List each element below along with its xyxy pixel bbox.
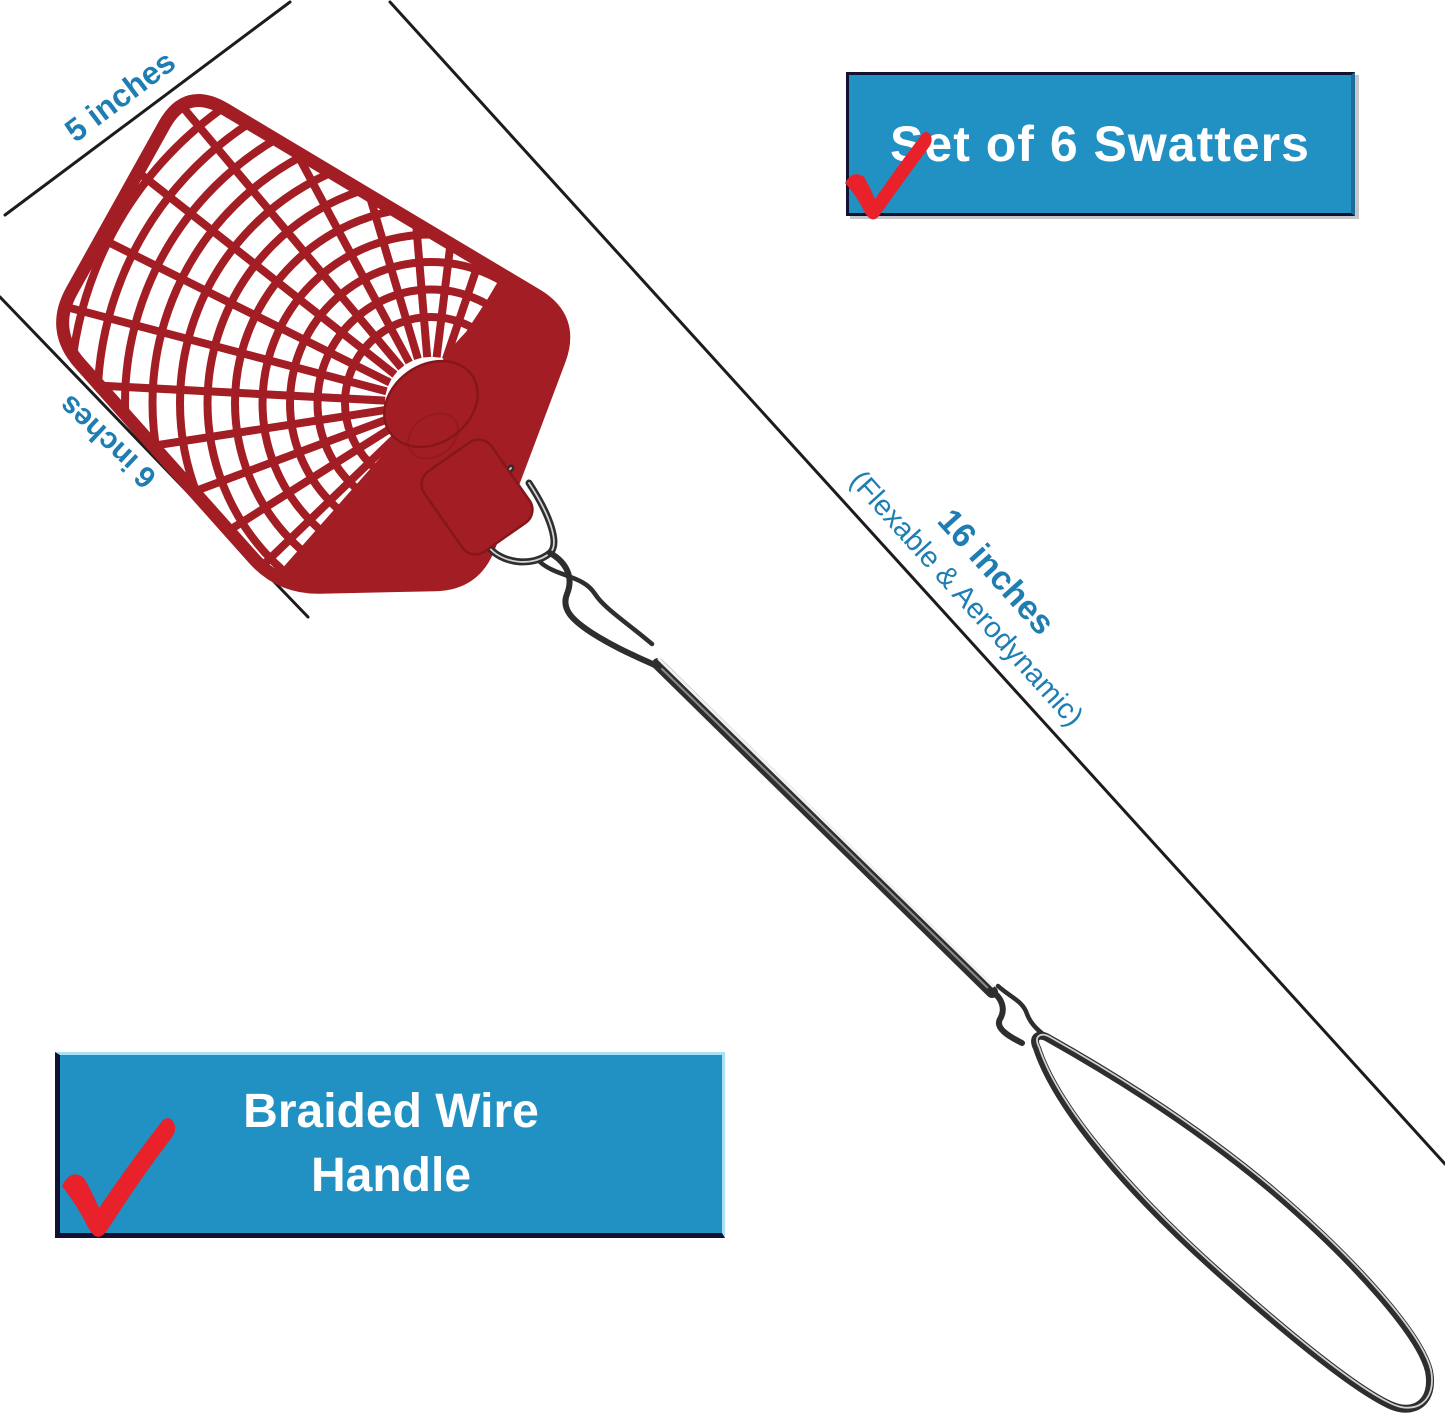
web-ring: [231, 203, 564, 588]
dimension-label-handle-length: 16 inches (Flexable & Aerodynamic): [801, 403, 1150, 777]
web-ring: [313, 285, 549, 521]
swatter-hub: [383, 359, 479, 449]
web-spoke: [62, 415, 390, 563]
web-spoke: [450, 100, 564, 366]
handle-grip-loop-highlight: [1036, 1033, 1433, 1409]
handle-length-note: (Flexable & Aerodynamic): [843, 464, 1090, 733]
wire-twist-upper: [547, 550, 664, 671]
web-ring: [203, 175, 564, 588]
banner-handle-feature-line1: Braided Wire: [243, 1085, 539, 1138]
banner-handle-feature: Braided Wire Handle: [55, 1052, 725, 1238]
wire-shaft: [652, 658, 998, 998]
banner-handle-feature-line2: Handle: [310, 1149, 472, 1202]
web-spoke: [300, 100, 422, 361]
wire-neck-loop: [475, 464, 558, 566]
dimension-label-head-height: 6 inches: [52, 388, 163, 495]
wire-twist-upper-2: [537, 559, 655, 647]
web-spoke: [465, 138, 564, 380]
swatter-hub-inner-ring: [407, 412, 459, 460]
web-spoke: [442, 100, 564, 361]
web-spoke: [458, 100, 564, 372]
measurement-line-head-width: [3, 0, 292, 217]
wire-twist-lower: [987, 987, 1025, 1046]
wire-neck-loop-highlight: [478, 467, 555, 563]
web-spoke: [432, 100, 490, 358]
swatter-mount-tab: [420, 438, 534, 556]
web-ring: [258, 230, 564, 576]
web-ring: [121, 100, 564, 588]
wire-shaft-gap: [657, 657, 995, 988]
banner-set-count-label: Set of 6 Swatters: [890, 116, 1310, 172]
web-ring: [66, 100, 564, 588]
wire-shaft-sheen: [661, 668, 997, 997]
dimension-label-head-width: 5 inches: [58, 43, 182, 149]
web-spoke: [390, 100, 432, 358]
web-ring: [62, 100, 564, 588]
web-ring: [93, 100, 564, 588]
web-spoke: [62, 200, 392, 387]
web-ring: [341, 313, 521, 493]
handle-grip-loop: [1031, 1031, 1435, 1413]
web-spoke: [62, 285, 388, 396]
swatter-solid-wedge: [272, 268, 564, 588]
web-spoke: [141, 100, 405, 371]
fly-swatter-head: [56, 94, 571, 594]
wire-twist-lower-2: [995, 983, 1052, 1042]
banner-set-count: Set of 6 Swatters: [846, 72, 1355, 216]
web-spoke: [216, 100, 413, 365]
web-spoke: [79, 124, 398, 378]
web-ring: [148, 120, 564, 588]
handle-length-value: 16 inches: [930, 501, 1063, 643]
web-ring: [176, 148, 564, 588]
web-ring: [286, 258, 564, 548]
